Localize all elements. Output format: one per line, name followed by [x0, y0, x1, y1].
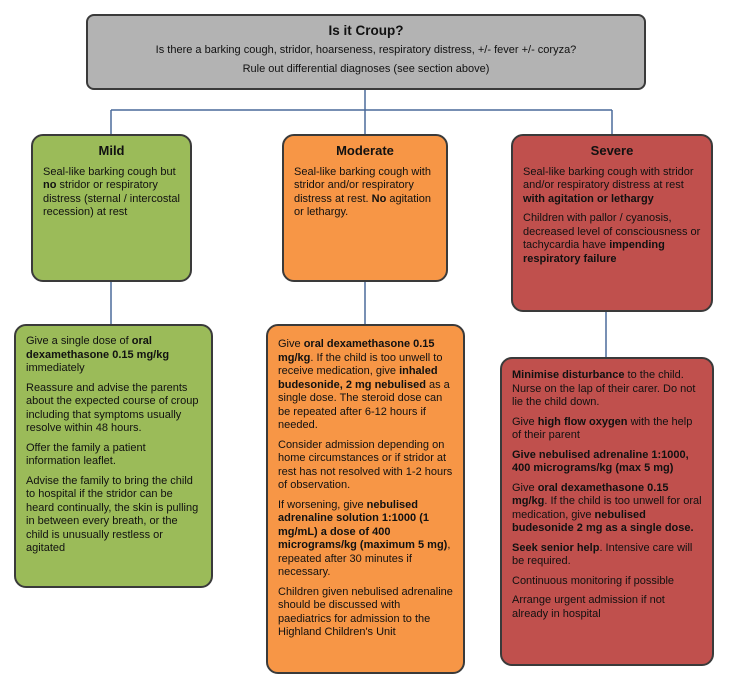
text-run: Reassure and advise the parents about th… — [26, 381, 199, 435]
text-run: Consider admission depending on home cir… — [278, 438, 453, 492]
paragraph: Children with pallor / cyanosis, decreas… — [523, 212, 701, 266]
moderate-management-box: Give oral dexamethasone 0.15 mg/kg. If t… — [266, 324, 465, 674]
paragraph: Seek senior help. Intensive care will be… — [512, 542, 702, 569]
bold-text: Give nebulised adrenaline 1:1000, 400 mi… — [512, 448, 689, 475]
paragraph: Give oral dexamethasone 0.15 mg/kg. If t… — [512, 482, 702, 536]
croup-question-box: Is it Croup? Is there a barking cough, s… — [86, 14, 646, 90]
bold-text: Seek senior help — [512, 541, 600, 554]
bold-text: No — [371, 192, 387, 205]
text-run: Offer the family a patient information l… — [26, 441, 146, 468]
moderate-description: Seal-like barking cough with stridor and… — [294, 166, 436, 220]
severe-description: Seal-like barking cough with stridor and… — [523, 166, 701, 267]
moderate-severity-box: Moderate Seal-like barking cough with st… — [282, 134, 448, 282]
text-run: Seal-like barking cough with stridor and… — [523, 165, 694, 192]
text-run: stridor or respiratory distress (sternal… — [43, 179, 180, 218]
bold-text: oral dexamethasone 0.15 mg/kg — [26, 335, 170, 361]
bold-text: Minimise disturbance — [512, 369, 625, 381]
mild-description: Seal-like barking cough but no stridor o… — [43, 166, 180, 220]
text-run: Give — [512, 481, 538, 494]
severe-actions: Minimise disturbance to the child. Nurse… — [512, 369, 702, 621]
text-run: agitation or lethargy. — [294, 192, 431, 219]
paragraph: Give oral dexamethasone 0.15 mg/kg. If t… — [278, 338, 453, 433]
paragraph: Consider admission depending on home cir… — [278, 439, 453, 493]
bold-text: nebulised adrenaline solution 1:1000 (1 … — [278, 498, 448, 552]
paragraph: Reassure and advise the parents about th… — [26, 382, 201, 436]
paragraph: Advise the family to bring the child to … — [26, 475, 201, 556]
bold-text: nebulised budesonide 2 mg as a single do… — [512, 508, 694, 535]
moderate-actions: Give oral dexamethasone 0.15 mg/kg. If t… — [278, 338, 453, 640]
text-run: Seal-like barking cough but — [43, 165, 176, 178]
text-run: Give — [278, 338, 304, 350]
paragraph: Give a single dose of oral dexamethasone… — [26, 335, 201, 376]
paragraph: Children given nebulised adrenaline shou… — [278, 586, 453, 640]
text-run: Children with pallor / cyanosis, decreas… — [523, 212, 701, 251]
text-run: immediately — [26, 362, 85, 374]
mild-severity-box: Mild Seal-like barking cough but no stri… — [31, 134, 192, 282]
paragraph: Continuous monitoring if possible — [512, 575, 702, 589]
croup-question-title: Is it Croup? — [328, 23, 404, 38]
bold-text: impending respiratory failure — [523, 239, 665, 265]
text-run: . If the child is too unwell for oral me… — [512, 495, 702, 521]
bold-text: oral dexamethasone 0.15 mg/kg — [278, 338, 435, 364]
text-run: Advise the family to bring the child to … — [26, 474, 199, 555]
text-run: Give — [512, 415, 538, 428]
bold-text: with agitation or lethargy — [523, 192, 654, 205]
text-run: Continuous monitoring if possible — [512, 574, 675, 587]
paragraph: Seal-like barking cough with stridor and… — [523, 166, 701, 207]
bold-text: oral dexamethasone 0.15 mg/kg — [512, 481, 669, 508]
bold-text: inhaled budesonide, 2 mg nebulised — [278, 365, 438, 391]
paragraph: Offer the family a patient information l… — [26, 442, 201, 469]
text-run: with the help of their parent — [512, 415, 693, 442]
severe-severity-box: Severe Seal-like barking cough with stri… — [511, 134, 713, 312]
paragraph: Give high flow oxygen with the help of t… — [512, 416, 702, 443]
paragraph: Arrange urgent admission if not already … — [512, 594, 702, 621]
mild-management-box: Give a single dose of oral dexamethasone… — [14, 324, 213, 588]
text-run: . If the child is too unwell to receive … — [278, 351, 443, 378]
bold-text: high flow oxygen — [537, 415, 628, 428]
text-run: Arrange urgent admission if not already … — [512, 594, 665, 620]
severe-title: Severe — [590, 143, 634, 158]
croup-symptom-question: Is there a barking cough, stridor, hoars… — [155, 43, 577, 56]
text-run: as a single dose. The steroid dose can b… — [278, 378, 450, 432]
text-run: . Intensive care will be required. — [512, 541, 693, 568]
text-run: If worsening, give — [278, 498, 367, 511]
text-run: Seal-like barking cough with stridor and… — [294, 165, 431, 205]
text-run: to the child. Nurse on the lap of their … — [512, 369, 696, 408]
mild-title: Mild — [98, 143, 125, 158]
paragraph: Give nebulised adrenaline 1:1000, 400 mi… — [512, 449, 702, 476]
bold-text: no — [43, 179, 57, 191]
text-run: Give a single dose of — [26, 335, 132, 347]
differential-diagnosis-note: Rule out differential diagnoses (see sec… — [242, 63, 490, 75]
mild-actions: Give a single dose of oral dexamethasone… — [26, 335, 201, 556]
text-run: , repeated after 30 minutes if necessary… — [278, 539, 451, 578]
moderate-title: Moderate — [336, 143, 394, 158]
severe-management-box: Minimise disturbance to the child. Nurse… — [500, 357, 714, 666]
paragraph: If worsening, give nebulised adrenaline … — [278, 499, 453, 580]
paragraph: Minimise disturbance to the child. Nurse… — [512, 369, 702, 410]
text-run: Children given nebulised adrenaline shou… — [278, 585, 453, 639]
